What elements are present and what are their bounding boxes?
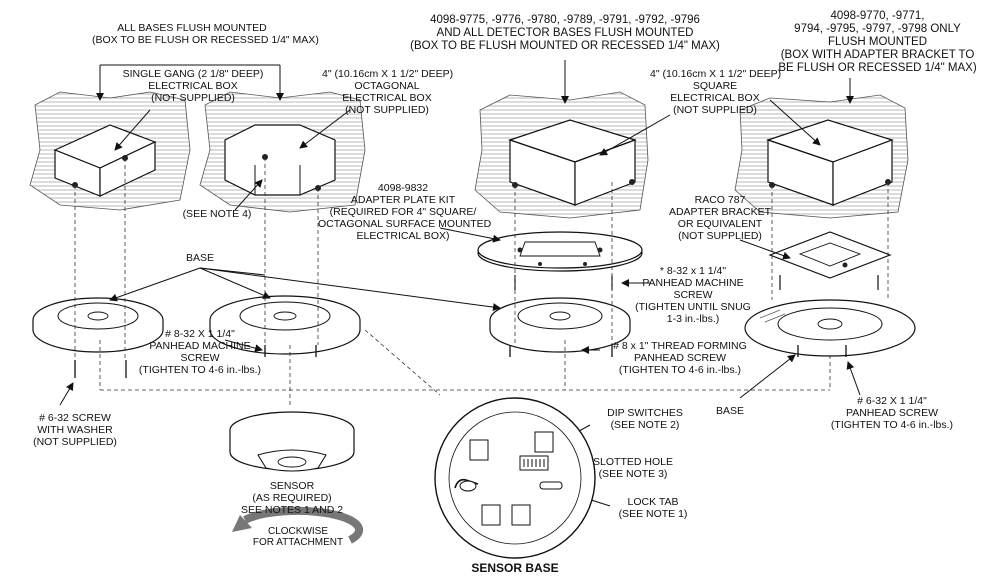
label-octagonal-box: 4" (10.16cm X 1 1/2" DEEP) OCTAGONAL ELE… [322,68,454,116]
label-832-panhead-screw: # 8-32 X 1 1/4" PANHEAD MACHINE SCREW (T… [138,328,262,376]
single-gang-box [53,124,157,197]
base-1 [32,297,164,353]
label-base-bottom: BASE [715,405,744,417]
label-sensor: SENSOR (AS REQUIRED) SEE NOTES 1 AND 2 [240,480,344,516]
square-box-bracket [766,119,894,206]
label-dip-switches: DIP SWITCHES (SEE NOTE 2) [607,407,683,431]
clockwise-arrow [232,506,364,544]
base-4 [744,299,916,357]
label-slotted-hole: SLOTTED HOLE (SEE NOTE 3) [593,456,673,480]
label-all-bases-flush: ALL BASES FLUSH MOUNTED (BOX TO BE FLUSH… [92,22,319,46]
label-sensor-base: SENSOR BASE [471,561,559,575]
label-see-note-4: (SEE NOTE 4) [182,208,252,220]
label-model-group-b: 4098-9770, -9771, 9794, -9795, -9797, -9… [778,10,977,74]
base-2 [209,295,361,355]
adapter-bracket [768,231,892,290]
label-square-box: 4" (10.16cm X 1 1/2" DEEP) SQUARE ELECTR… [650,68,782,116]
label-model-group-a: 4098-9775, -9776, -9780, -9789, -9791, -… [410,14,720,52]
octagonal-box [224,124,336,196]
label-632-panhead-screw: # 6-32 X 1 1/4" PANHEAD SCREW (TIGHTEN T… [830,395,954,431]
base-3 [489,297,631,353]
label-832-machine-screw: * 8-32 x 1 1/4" PANHEAD MACHINE SCREW (T… [635,265,751,325]
label-base-top: BASE [185,252,214,264]
adapter-plate [477,231,643,290]
sensor-base-plan [434,397,596,559]
square-box [508,119,637,206]
screws [74,345,847,378]
label-clockwise: CLOCKWISE FOR ATTACHMENT [252,526,344,548]
label-8-thread-forming-screw: # 8 x 1" THREAD FORMING PANHEAD SCREW (T… [613,340,747,376]
label-single-gang-box: SINGLE GANG (2 1/8" DEEP) ELECTRICAL BOX… [122,68,264,104]
label-raco-bracket: RACO 787 ADAPTER BRACKET OR EQUIVALENT (… [668,194,772,242]
alignment-lines [74,157,889,405]
label-lock-tab: LOCK TAB (SEE NOTE 1) [618,496,688,520]
label-632-screw-washer: # 6-32 SCREW WITH WASHER (NOT SUPPLIED) [33,412,117,448]
label-adapter-plate-kit: 4098-9832 ADAPTER PLATE KIT (REQUIRED FO… [318,182,492,242]
sensor [229,411,355,472]
